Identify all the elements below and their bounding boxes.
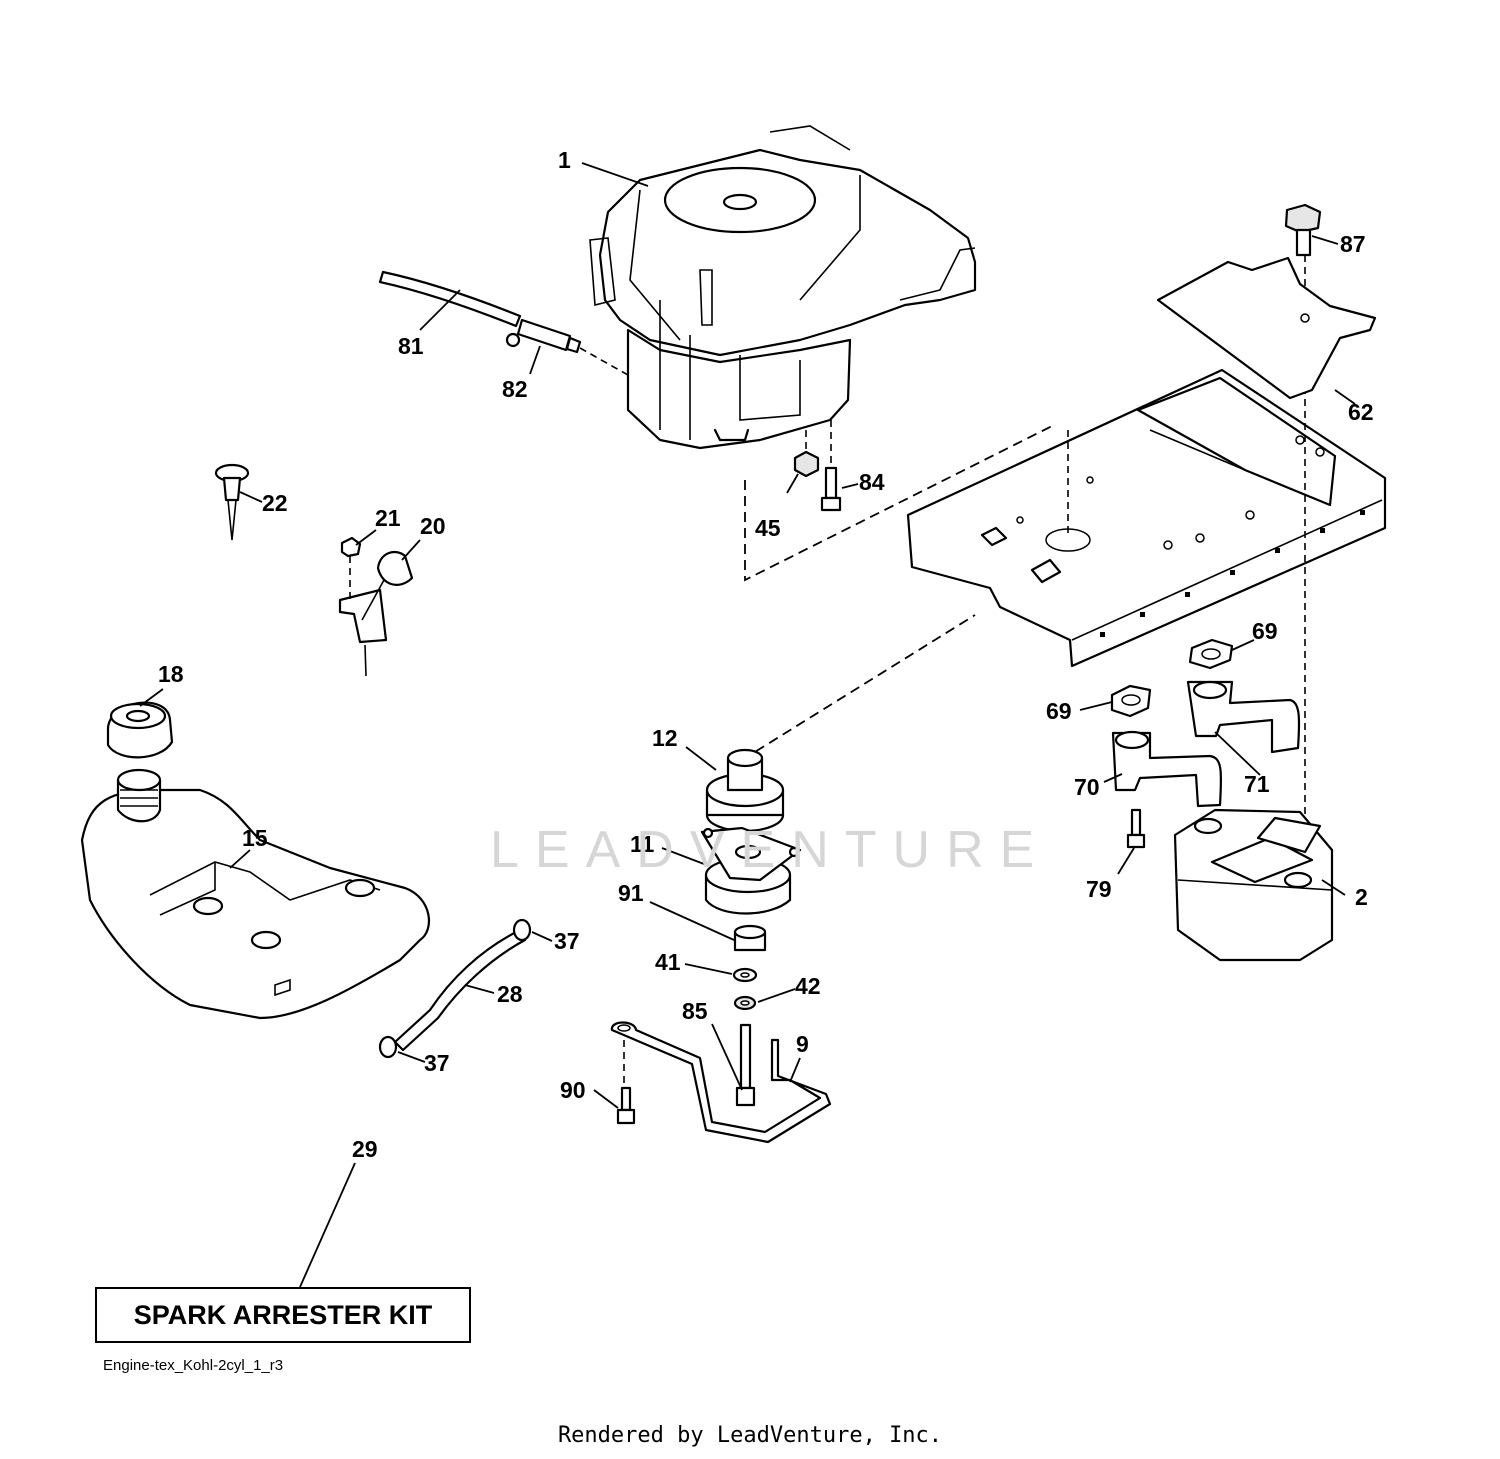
callout-20: 20 xyxy=(420,513,446,539)
filter-to-engine-dashline xyxy=(579,347,629,376)
fuel-cap-18 xyxy=(106,701,174,759)
diagram-reference-code: Engine-tex_Kohl-2cyl_1_r3 xyxy=(103,1357,284,1374)
callout-21: 21 xyxy=(375,505,401,531)
bracket-9 xyxy=(610,1021,832,1144)
callout-79: 79 xyxy=(1086,876,1112,902)
hose-clamp-37-lower xyxy=(378,1035,398,1059)
fuel-hose-28 xyxy=(393,928,527,1052)
callout-41: 41 xyxy=(655,949,681,975)
leader-lines xyxy=(139,162,1356,1288)
spacer-91 xyxy=(733,924,767,952)
watermark: LEADVENTURE xyxy=(490,821,1051,879)
callout-18: 18 xyxy=(158,661,184,687)
callout-29: 29 xyxy=(352,1136,378,1162)
nut-45 xyxy=(793,450,820,478)
callout-87: 87 xyxy=(1340,231,1366,257)
pto-clutch-11 xyxy=(700,826,802,915)
exhaust-pipe-71 xyxy=(1186,680,1301,754)
bolt-79 xyxy=(1126,808,1146,849)
engine-to-frame-dashline xyxy=(744,423,1057,582)
callout-12: 12 xyxy=(652,725,678,751)
callout-37-lower: 37 xyxy=(424,1050,450,1076)
exhaust-pipe-70 xyxy=(1111,730,1223,808)
spark-arrester-kit-box: SPARK ARRESTER KIT xyxy=(95,1287,471,1343)
callout-69-upper: 69 xyxy=(1252,618,1278,644)
callout-22: 22 xyxy=(262,490,288,516)
gasket-69-upper xyxy=(1188,638,1234,670)
callout-62: 62 xyxy=(1348,399,1374,425)
callout-90: 90 xyxy=(560,1077,586,1103)
spark-arrester-kit-label: SPARK ARRESTER KIT xyxy=(133,1299,433,1330)
callout-70: 70 xyxy=(1074,774,1100,800)
hose-clamp-37-upper xyxy=(512,918,532,942)
muffler-2 xyxy=(1173,808,1334,962)
callout-71: 71 xyxy=(1244,771,1270,797)
screw-87 xyxy=(1284,203,1322,257)
callout-9: 9 xyxy=(796,1031,809,1057)
callout-82: 82 xyxy=(502,376,528,402)
callout-15: 15 xyxy=(242,825,268,851)
bolt-84 xyxy=(820,466,842,512)
fuel-filter-82 xyxy=(505,318,582,354)
washer-41 xyxy=(732,967,758,983)
washer-42 xyxy=(733,995,757,1011)
callout-11: 11 xyxy=(630,831,655,857)
callout-28: 28 xyxy=(497,981,523,1007)
callout-81: 81 xyxy=(398,333,424,359)
callout-91: 91 xyxy=(618,880,644,906)
callout-37-upper: 37 xyxy=(554,928,580,954)
gasket-69-lower xyxy=(1110,684,1152,718)
pulley-to-frame-dashline xyxy=(741,614,976,761)
callout-2: 2 xyxy=(1355,884,1368,910)
callout-42: 42 xyxy=(795,973,821,999)
callout-84: 84 xyxy=(859,469,885,495)
render-credit: Rendered by LeadVenture, Inc. xyxy=(557,1423,943,1448)
fuel-tank-15 xyxy=(80,768,430,1020)
chassis-frame xyxy=(906,368,1387,668)
bolt-90 xyxy=(616,1086,636,1125)
heat-shield-62 xyxy=(1156,256,1377,400)
bolt-85 xyxy=(735,1023,756,1107)
screw-21 xyxy=(340,536,362,558)
throttle-control-20 xyxy=(338,550,414,677)
callout-85: 85 xyxy=(682,998,708,1024)
callout-45: 45 xyxy=(755,515,781,541)
callout-1: 1 xyxy=(558,147,571,173)
engine-assembly xyxy=(589,125,977,450)
knob-22 xyxy=(214,463,250,541)
idler-pulley-12 xyxy=(705,748,785,833)
callout-69-lower: 69 xyxy=(1046,698,1072,724)
